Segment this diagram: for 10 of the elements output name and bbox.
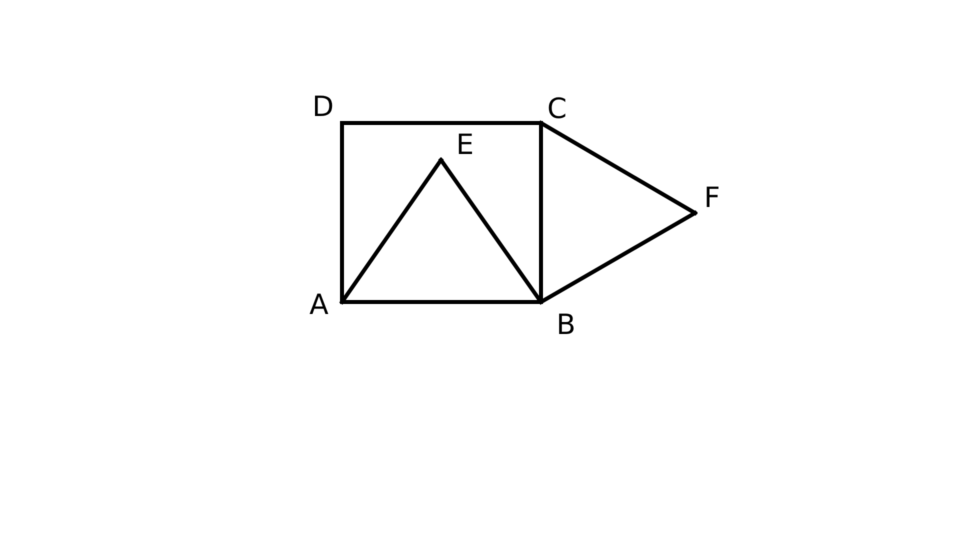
vertex-label: D [304, 90, 342, 123]
line-segment [439, 158, 543, 304]
vertex-label: C [541, 93, 573, 123]
line-segment [539, 121, 697, 215]
line-segment [539, 211, 697, 304]
line-segment [340, 158, 443, 304]
vertex-label: F [695, 181, 729, 213]
vertex-label: A [296, 288, 342, 320]
vertex-label: E [441, 128, 489, 160]
vertex-label: B [541, 302, 591, 346]
